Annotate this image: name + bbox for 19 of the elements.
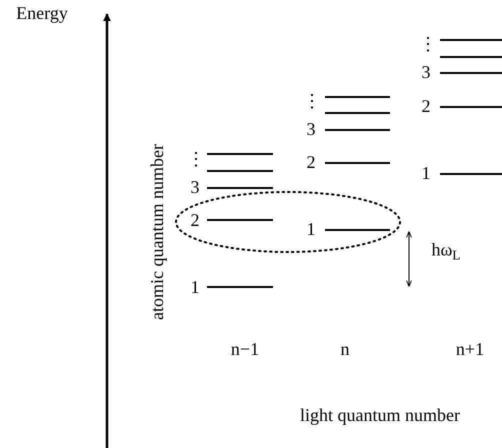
ellipsis-mark: ⋮ — [187, 150, 205, 170]
level-number: 1 — [190, 278, 200, 298]
axis-label: light quantum number — [300, 406, 460, 426]
level-number: 1 — [422, 164, 430, 184]
column-label: n+1 — [456, 340, 484, 360]
level-number: 1 — [306, 220, 316, 240]
level-number: 2 — [306, 153, 316, 173]
ellipsis-mark: ⋮ — [303, 92, 321, 112]
column-label: n — [340, 340, 350, 360]
ellipsis-mark: ⋮ — [419, 35, 437, 55]
level-number: 3 — [190, 178, 200, 198]
column-label: n−1 — [230, 340, 260, 360]
level-number: 3 — [306, 120, 316, 140]
level-number: 2 — [190, 211, 200, 231]
axis-label: atomic quantum number — [148, 144, 168, 320]
level-number: 3 — [422, 63, 430, 83]
energy-gap-label: hω$_{L}$ — [431, 240, 461, 264]
axis-label: Energy — [16, 4, 68, 24]
level-number: 2 — [422, 97, 430, 117]
